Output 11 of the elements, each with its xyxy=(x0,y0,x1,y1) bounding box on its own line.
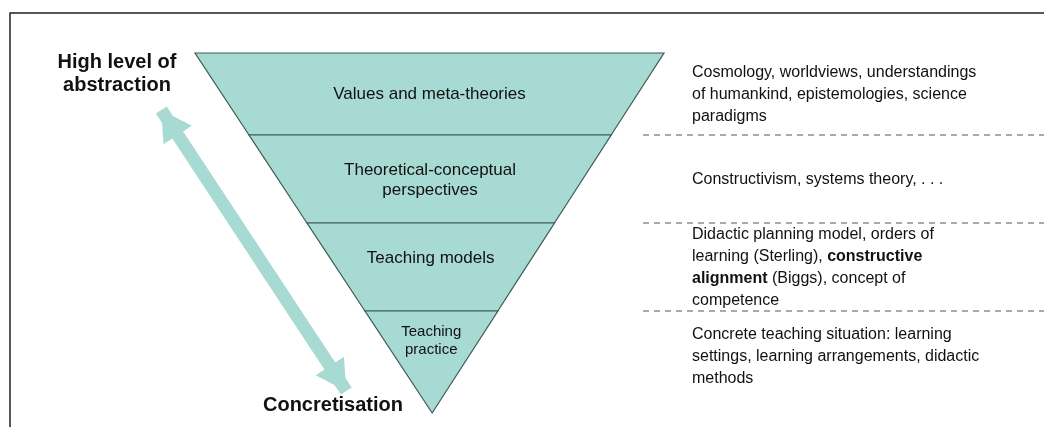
scale-label: Concretisation xyxy=(262,393,404,416)
layer-label: Teaching models xyxy=(365,248,496,269)
layer-label: Teaching practice xyxy=(400,322,463,358)
layer-label: Values and meta-theories xyxy=(332,84,527,105)
layer-description: Concrete teaching situation: learning settings, learning arrangements, didactic methods xyxy=(692,323,981,388)
layer-description: Didactic planning model, orders of learning (Sterling), constructive alignment (Biggs), concept of competence xyxy=(692,224,935,310)
layer-description: Constructivism, systems theory, . . . xyxy=(692,169,945,189)
layer-label: Theoretical-conceptual perspectives xyxy=(343,160,518,201)
layer-description: Cosmology, worldviews, understandings of humankind, epistemologies, science paradigms xyxy=(692,62,978,126)
double-arrow xyxy=(155,106,352,395)
scale-label: High level of abstraction xyxy=(56,50,178,96)
